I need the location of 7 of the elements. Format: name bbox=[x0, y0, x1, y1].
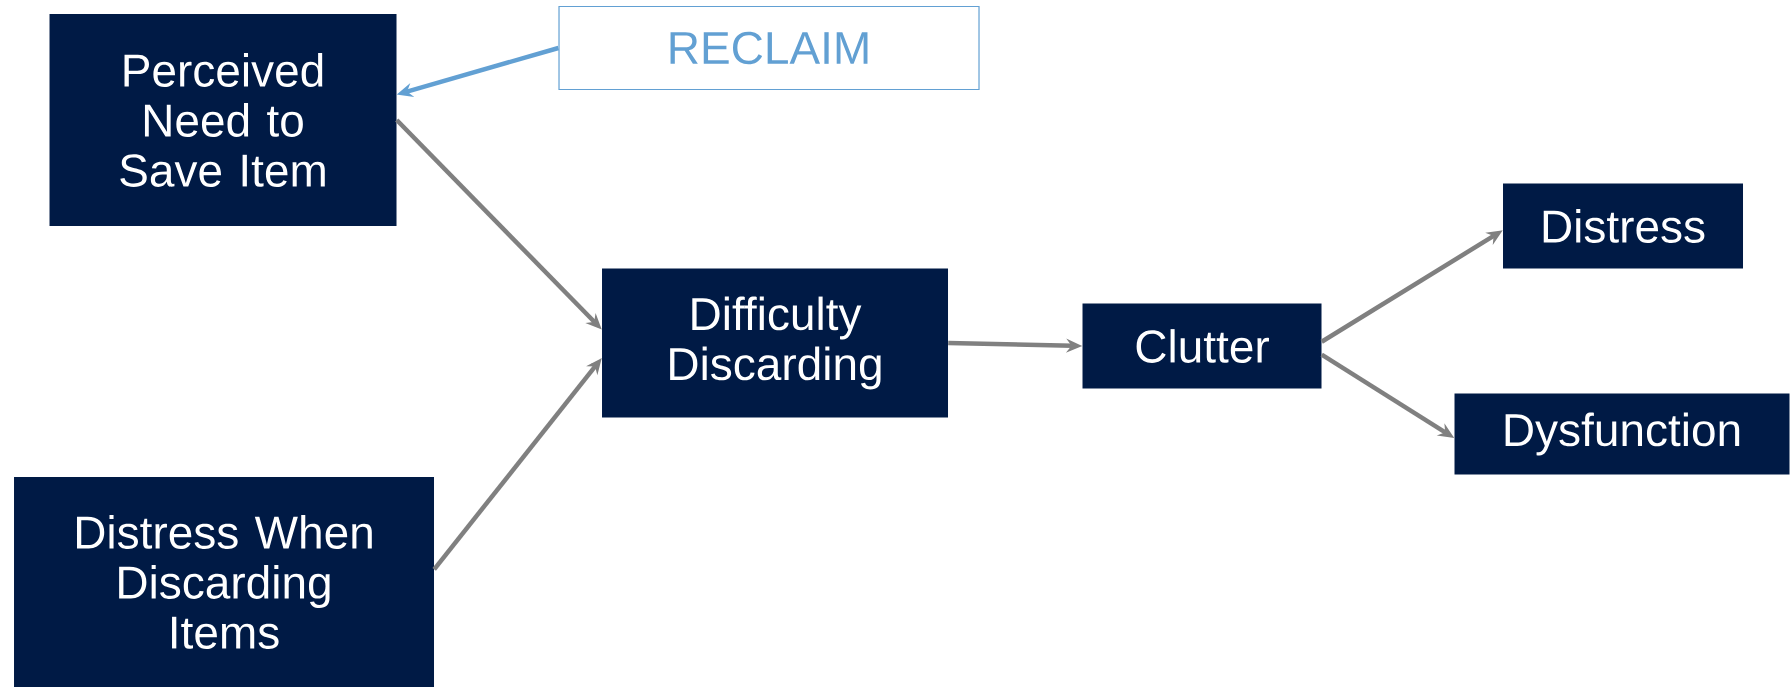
process-box: Difficulty Discarding bbox=[602, 268, 948, 418]
process-box: Perceived Need to Save Item bbox=[49, 14, 397, 226]
process-box: Clutter bbox=[1082, 303, 1322, 389]
process-box: Distress bbox=[1503, 183, 1743, 269]
label-box: RECLAIM bbox=[558, 5, 980, 91]
process-box: Dysfunction bbox=[1454, 393, 1790, 475]
process-box: Distress When Discarding Items bbox=[14, 477, 434, 687]
